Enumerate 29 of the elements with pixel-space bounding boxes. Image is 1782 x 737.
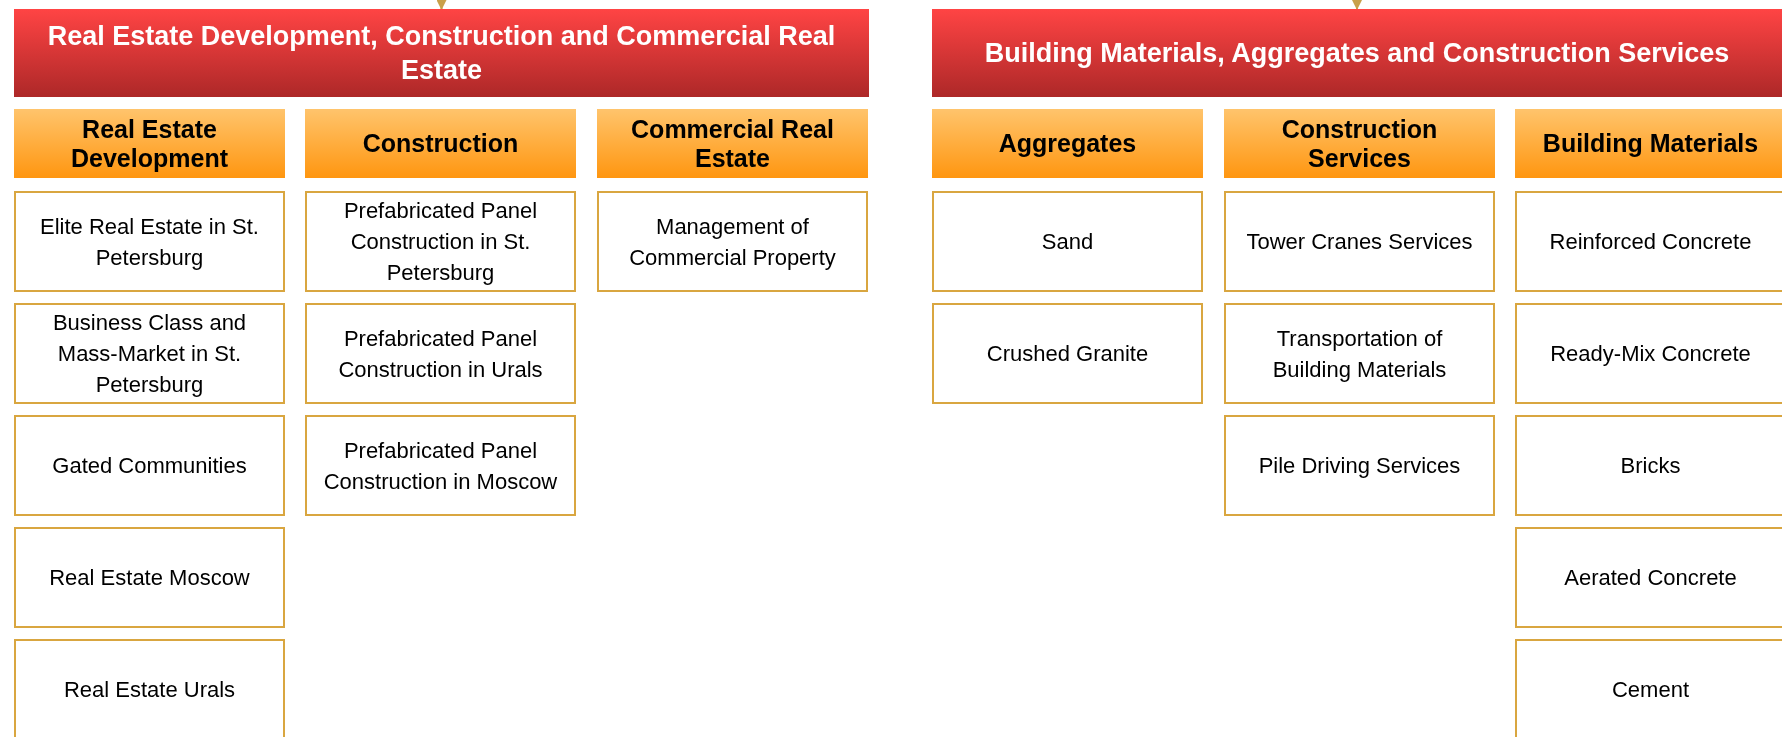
division-header: Commercial Real Estate — [597, 109, 868, 178]
division-header: Real Estate Development — [14, 109, 285, 178]
business-unit-box: Real Estate Urals — [14, 639, 285, 737]
division-header: Aggregates — [932, 109, 1203, 178]
business-unit-box: Cement — [1515, 639, 1782, 737]
business-unit-box: Ready-Mix Concrete — [1515, 303, 1782, 404]
business-unit-box: Aerated Concrete — [1515, 527, 1782, 628]
division-header: Construction — [305, 109, 576, 178]
business-unit-box: Gated Communities — [14, 415, 285, 516]
business-unit-box: Sand — [932, 191, 1203, 292]
segment-header: Building Materials, Aggregates and Construction Services — [932, 9, 1782, 97]
business-unit-box: Prefabricated Panel Construction in Urals — [305, 303, 576, 404]
business-unit-box: Management of Commercial Property — [597, 191, 868, 292]
arrow — [1352, 0, 1362, 10]
business-unit-box: Real Estate Moscow — [14, 527, 285, 628]
business-unit-box: Bricks — [1515, 415, 1782, 516]
business-unit-box: Prefabricated Panel Construction in St. Petersburg — [305, 191, 576, 292]
business-unit-box: Prefabricated Panel Construction in Moscow — [305, 415, 576, 516]
business-unit-box: Crushed Granite — [932, 303, 1203, 404]
arrow — [436, 0, 447, 10]
division-header: Construction Services — [1224, 109, 1495, 178]
division-header: Building Materials — [1515, 109, 1782, 178]
business-unit-box: Business Class and Mass-Market in St. Petersburg — [14, 303, 285, 404]
segment-header: Real Estate Development, Construction and Commercial Real Estate — [14, 9, 869, 97]
business-unit-box: Tower Cranes Services — [1224, 191, 1495, 292]
business-unit-box: Elite Real Estate in St. Petersburg — [14, 191, 285, 292]
business-unit-box: Reinforced Concrete — [1515, 191, 1782, 292]
business-unit-box: Transportation of Building Materials — [1224, 303, 1495, 404]
business-unit-box: Pile Driving Services — [1224, 415, 1495, 516]
